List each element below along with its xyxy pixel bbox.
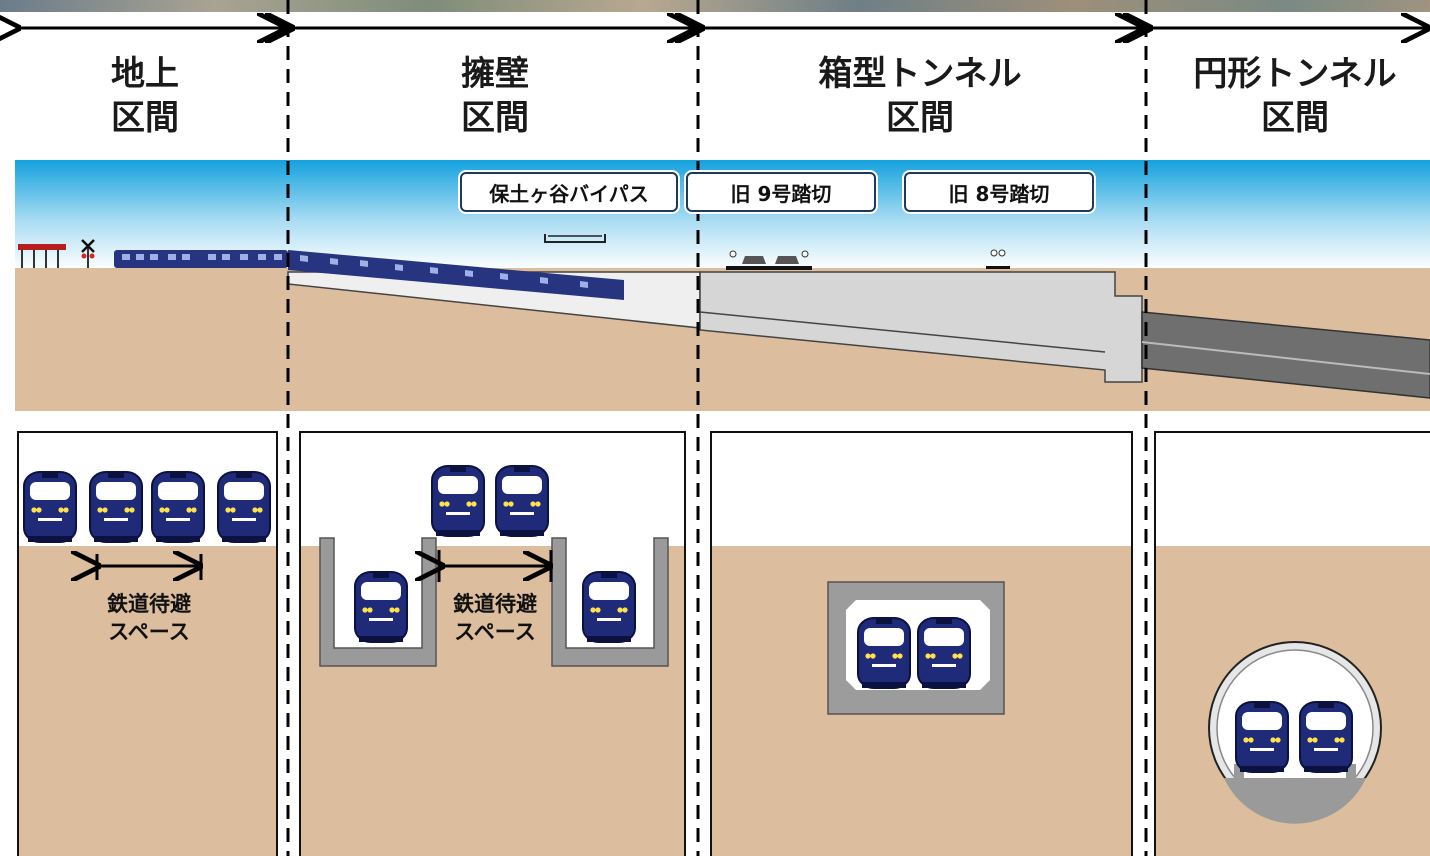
road-tag-bypass: 保土ヶ谷バイパス xyxy=(460,172,678,212)
cross-section-shield-tunnel xyxy=(1154,431,1430,856)
section-label-line1: 円形トンネル xyxy=(1193,54,1397,94)
section-label-box-tunnel: 箱型トンネル 区間 xyxy=(760,52,1080,142)
road-tag-crossing-9: 旧 9号踏切 xyxy=(686,172,876,212)
section-boundaries xyxy=(286,0,1148,856)
cross-section-surface xyxy=(17,431,278,856)
background-photo-strip xyxy=(0,0,1430,12)
evacuation-space-label-surface: 鉄道待避 スペース xyxy=(84,590,214,646)
space-label-line2: スペース xyxy=(108,620,190,644)
evacuation-space-label-retaining-wall: 鉄道待避 スペース xyxy=(430,590,560,646)
section-label-line1: 擁壁 xyxy=(461,54,529,94)
section-label-line2: 区間 xyxy=(461,98,529,138)
cross-section-retaining-wall xyxy=(299,431,686,856)
section-label-line1: 箱型トンネル xyxy=(818,54,1022,94)
section-label-line2: 区間 xyxy=(111,98,179,138)
space-label-line1: 鉄道待避 xyxy=(453,592,537,616)
longitudinal-profile xyxy=(15,160,1430,411)
section-label-shield-tunnel: 円形トンネル 区間 xyxy=(1160,52,1430,142)
section-label-surface: 地上 区間 xyxy=(30,52,260,142)
section-label-retaining-wall: 擁壁 区間 xyxy=(380,52,610,142)
section-label-line1: 地上 xyxy=(111,54,179,94)
cross-section-box-tunnel xyxy=(710,431,1133,856)
road-tag-crossing-8: 旧 8号踏切 xyxy=(904,172,1094,212)
space-label-line1: 鉄道待避 xyxy=(107,592,191,616)
section-label-line2: 区間 xyxy=(1261,98,1329,138)
section-label-line2: 区間 xyxy=(886,98,954,138)
space-label-line2: スペース xyxy=(454,620,536,644)
